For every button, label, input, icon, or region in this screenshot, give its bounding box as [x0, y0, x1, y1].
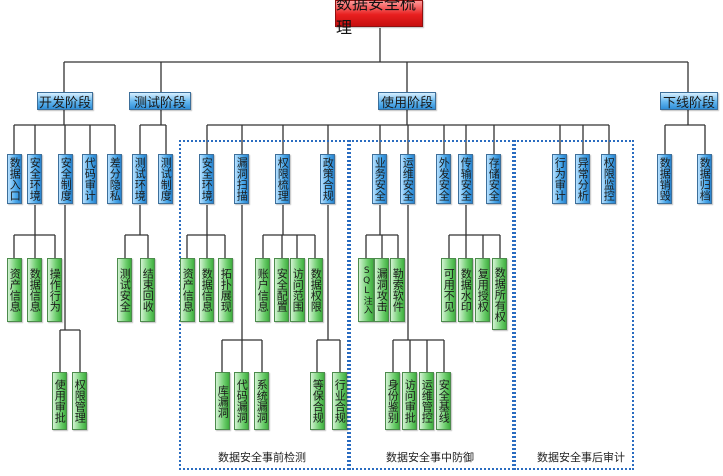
stage-test[interactable]: 测试阶段	[129, 92, 191, 111]
root-node[interactable]: 数据安全梳理	[335, 0, 423, 37]
use-sql-injection[interactable]: SQL注入	[358, 258, 374, 322]
use-storage-safe[interactable]: 存储安全	[486, 154, 501, 204]
use-vuln-attack[interactable]: 漏洞攻击	[374, 258, 389, 322]
use-identity-auth[interactable]: 身份鉴别	[385, 372, 400, 430]
use-data-ownership[interactable]: 数据所有权	[492, 258, 507, 330]
test-env[interactable]: 测试环境	[132, 154, 147, 204]
test-end-recycle[interactable]: 结束回收	[140, 258, 155, 322]
use-anomaly-analysis[interactable]: 异常分析	[575, 154, 590, 204]
use-code-vuln[interactable]: 代码漏洞	[234, 372, 249, 430]
use-account-info[interactable]: 账户信息	[255, 258, 270, 322]
dev-diff-privacy[interactable]: 差分隐私	[107, 154, 122, 204]
use-policy-comply[interactable]: 政策合规	[320, 154, 335, 204]
dev-perm-mgmt[interactable]: 权限管理	[72, 372, 87, 430]
use-access-approval[interactable]: 访问审批	[402, 372, 417, 430]
use-available-invisible[interactable]: 可用不见	[441, 258, 456, 322]
use-db-vuln[interactable]: 库漏洞	[215, 372, 230, 430]
dev-safe-system[interactable]: 安全制度	[58, 154, 73, 204]
region-mid-defense-label: 数据安全事中防御	[386, 451, 474, 464]
use-data-info[interactable]: 数据信息	[199, 258, 214, 322]
use-vuln-scan[interactable]: 漏洞扫描	[234, 154, 249, 204]
use-reuse-auth[interactable]: 复用授权	[475, 258, 490, 322]
dev-data-info[interactable]: 数据信息	[27, 258, 42, 322]
use-industry-comply[interactable]: 行业合规	[332, 372, 347, 430]
use-safe-env[interactable]: 安全环境	[199, 154, 214, 204]
dev-code-audit[interactable]: 代码审计	[82, 154, 97, 204]
use-behavior-audit[interactable]: 行为审计	[552, 154, 567, 204]
use-level-protect[interactable]: 等保合规	[310, 372, 325, 430]
use-access-scope[interactable]: 访问范围	[290, 258, 305, 322]
dev-usage-approval[interactable]: 使用审批	[52, 372, 67, 430]
region-mid-defense	[349, 140, 514, 470]
off-data-destroy[interactable]: 数据销毁	[657, 154, 672, 204]
use-safe-baseline[interactable]: 安全基线	[436, 372, 451, 430]
dev-data-entry[interactable]: 数据入口	[7, 154, 22, 204]
use-system-vuln[interactable]: 系统漏洞	[254, 372, 269, 430]
dev-asset-info[interactable]: 资产信息	[7, 258, 22, 322]
dev-op-behavior[interactable]: 操作行为	[47, 258, 62, 322]
use-ransomware[interactable]: 勒索软件	[390, 258, 405, 322]
dev-safe-env[interactable]: 安全环境	[27, 154, 42, 204]
test-system[interactable]: 测试制度	[158, 154, 173, 204]
region-pre-detection-label: 数据安全事前检测	[218, 451, 306, 464]
use-topo-expand[interactable]: 拓扑展现	[218, 258, 233, 322]
use-safe-config[interactable]: 安全配置	[274, 258, 289, 322]
use-perm-monitor[interactable]: 权限监控	[601, 154, 616, 204]
test-safe[interactable]: 测试安全	[117, 258, 132, 322]
use-asset-info[interactable]: 资产信息	[180, 258, 195, 322]
use-data-perm[interactable]: 数据权限	[308, 258, 323, 322]
stage-off[interactable]: 下线阶段	[660, 92, 718, 111]
use-transfer-safe[interactable]: 传输安全	[458, 154, 473, 204]
region-post-audit-label: 数据安全事后审计	[537, 451, 625, 464]
stage-dev[interactable]: 开发阶段	[37, 92, 93, 111]
region-post-audit	[514, 140, 634, 470]
use-biz-safe[interactable]: 业务安全	[372, 154, 387, 204]
use-ops-control[interactable]: 运维管控	[419, 372, 434, 430]
off-data-archive[interactable]: 数据归档	[697, 154, 712, 204]
stage-use[interactable]: 使用阶段	[378, 92, 436, 111]
use-perm-sort[interactable]: 权限梳理	[275, 154, 290, 204]
use-data-watermark[interactable]: 数据水印	[458, 258, 473, 322]
use-ops-safe[interactable]: 运维安全	[400, 154, 415, 204]
use-outsource-safe[interactable]: 外发安全	[436, 154, 451, 204]
